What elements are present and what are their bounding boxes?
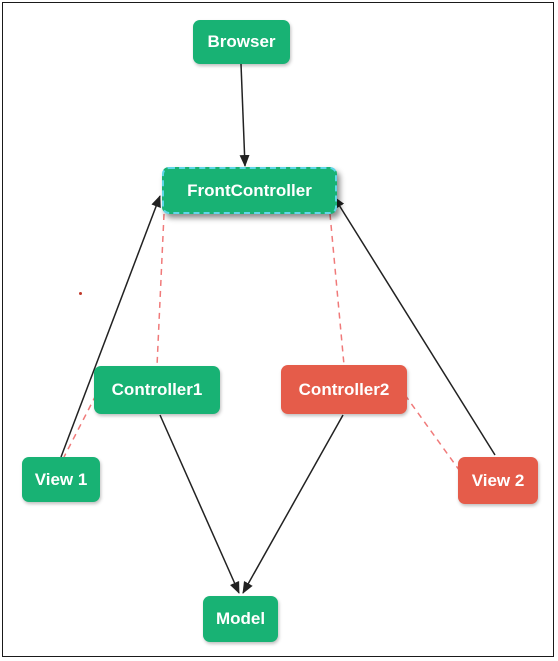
edge-front-controller-controller2 <box>329 213 345 366</box>
edge-controller1-view1 <box>63 394 97 458</box>
edge-browser-front-controller <box>239 63 250 167</box>
edge-controller1-model <box>159 414 240 594</box>
controller1-node: Controller1 <box>94 366 220 414</box>
edge-front-controller-controller1 <box>156 213 165 367</box>
controller2-node: Controller2 <box>281 365 407 414</box>
edge-view1-front-controller <box>60 195 161 458</box>
view2-node: View 2 <box>458 457 538 504</box>
model-node: Model <box>203 596 278 642</box>
browser-node: Browser <box>193 20 290 64</box>
edge-controller2-view2 <box>404 394 463 475</box>
front-controller-node: FrontController <box>162 167 337 214</box>
stray-dot <box>79 292 82 295</box>
view1-node: View 1 <box>22 457 100 502</box>
edge-view2-front-controller <box>333 196 496 456</box>
edge-controller2-model <box>242 414 344 594</box>
